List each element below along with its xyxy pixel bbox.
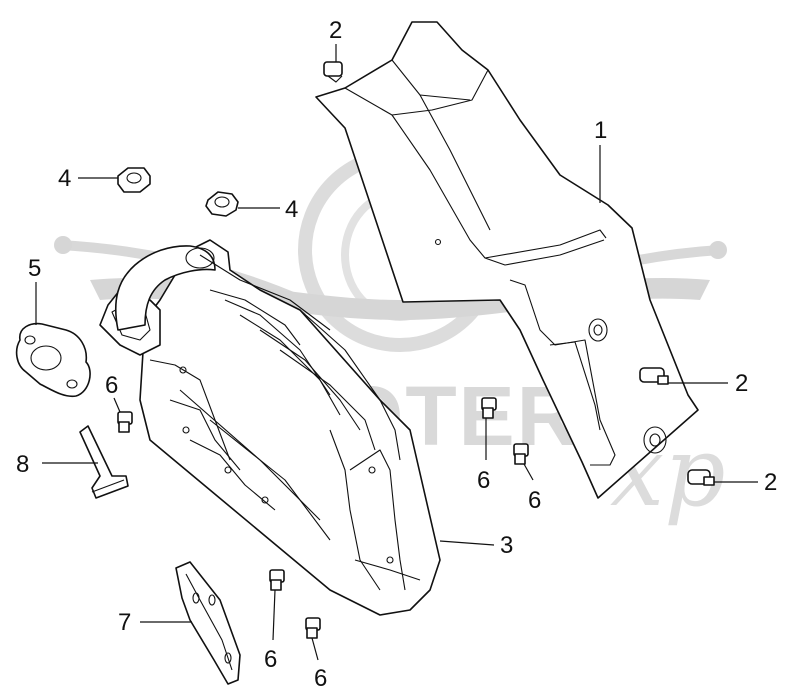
callout-5: 5 bbox=[28, 255, 41, 282]
leader-6-e bbox=[311, 637, 319, 661]
leader-6-a bbox=[113, 397, 121, 413]
bolt-part-6-a bbox=[117, 411, 133, 433]
leader-6-d bbox=[272, 589, 276, 641]
callout-7: 7 bbox=[118, 609, 131, 636]
callout-labels: 1 2 2 2 3 4 4 5 6 6 6 6 6 7 8 bbox=[16, 17, 777, 692]
callout-8: 8 bbox=[16, 451, 29, 478]
muffler-body-part-3 bbox=[99, 239, 441, 616]
bolt-part-2-right-upper bbox=[639, 367, 669, 385]
leader-6-c bbox=[523, 463, 534, 481]
callout-1: 1 bbox=[594, 117, 607, 144]
callout-6-a: 6 bbox=[105, 372, 118, 399]
callout-2-right-lower: 2 bbox=[764, 469, 777, 496]
bolt-part-2-right-lower bbox=[687, 469, 715, 486]
bolt-part-6-c bbox=[513, 443, 529, 465]
leader-3 bbox=[439, 540, 495, 546]
nut-part-4-lower bbox=[205, 191, 239, 217]
callout-2-right-upper: 2 bbox=[735, 370, 748, 397]
heat-shield-part-1 bbox=[315, 21, 699, 499]
bolt-part-2-top bbox=[323, 61, 343, 83]
callout-2-top: 2 bbox=[329, 17, 342, 44]
callout-6-d: 6 bbox=[264, 646, 277, 673]
leader-lines bbox=[35, 44, 758, 661]
callout-6-e: 6 bbox=[314, 665, 327, 692]
cover-plate-part-7 bbox=[175, 561, 241, 685]
callout-3: 3 bbox=[500, 532, 513, 559]
bolt-part-6-d bbox=[269, 569, 285, 591]
bolt-part-6-b bbox=[481, 397, 497, 419]
callout-4-upper: 4 bbox=[58, 165, 71, 192]
gasket-part-5 bbox=[15, 322, 91, 398]
bolt-part-6-e bbox=[305, 617, 321, 639]
callout-4-lower: 4 bbox=[285, 196, 298, 223]
callout-6-b: 6 bbox=[477, 467, 490, 494]
nut-part-4-upper bbox=[117, 167, 151, 193]
callout-6-c: 6 bbox=[528, 487, 541, 514]
bracket-part-8 bbox=[79, 425, 129, 499]
